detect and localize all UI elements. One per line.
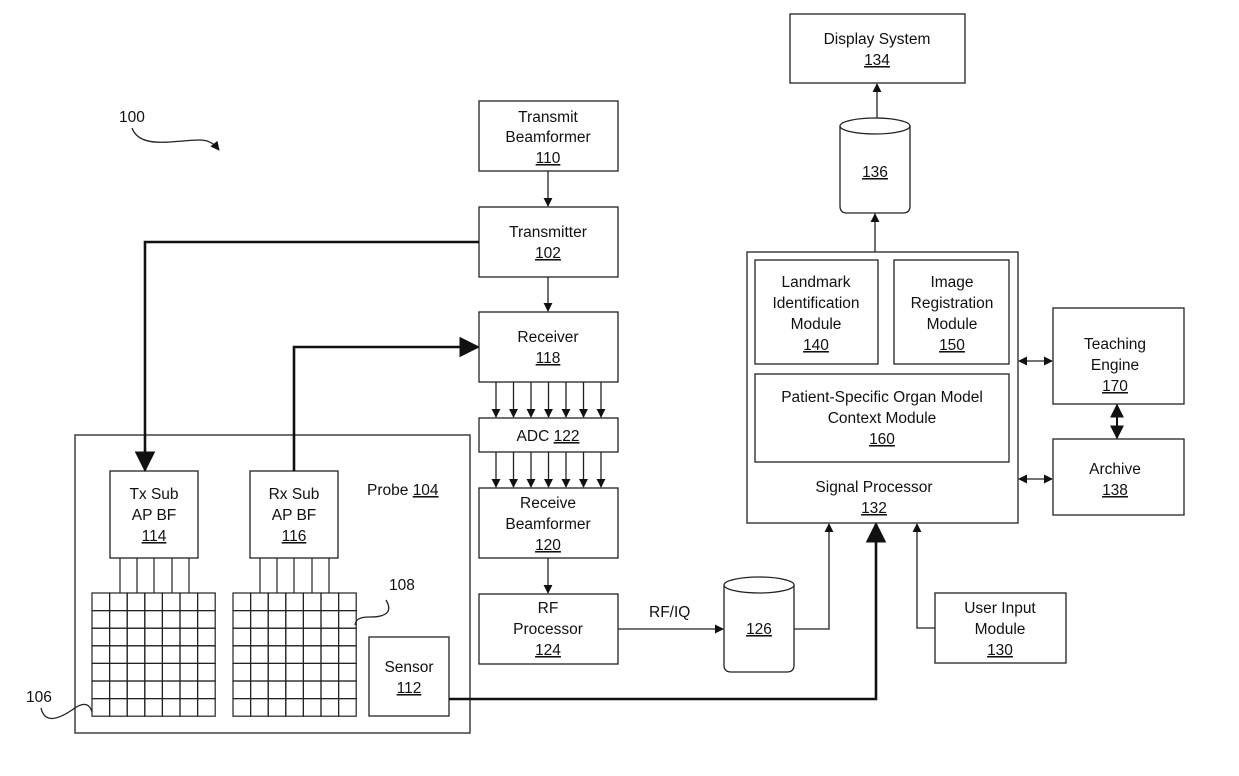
tx-sub-number: 114 (142, 528, 167, 545)
registration-module-label-3: Module (927, 316, 978, 333)
rf-processor-label-2: Processor (513, 621, 583, 638)
receive-beamformer-number: 120 (535, 537, 561, 554)
teaching-engine-label-2: Engine (1091, 357, 1139, 374)
reference-leader (132, 128, 219, 150)
tx-sub-label-1: Tx Sub (129, 486, 178, 503)
landmark-module-label-1: Landmark (782, 274, 851, 291)
landmark-module-label-3: Module (791, 316, 842, 333)
user-input-module-label-2: Module (975, 621, 1026, 638)
receiver-number: 118 (536, 350, 561, 367)
rf-iq-label: RF/IQ (649, 604, 690, 621)
rf-processor-number: 124 (535, 642, 561, 659)
sensor-number: 112 (397, 680, 422, 697)
landmark-module-label-2: Identification (772, 295, 859, 312)
signal-processor-label: Signal Processor (815, 479, 932, 496)
teaching-engine-number: 170 (1102, 378, 1128, 395)
receive-beamformer-label-2: Beamformer (505, 516, 590, 533)
organ-model-module-label-1: Patient-Specific Organ Model (781, 389, 983, 406)
transmitter-label: Transmitter (509, 224, 587, 241)
landmark-module-number: 140 (803, 337, 829, 354)
array-reference: 106 (26, 689, 52, 706)
organ-model-module-number: 160 (869, 431, 895, 448)
sensor-box (369, 637, 449, 716)
receiver-to-adc-channels (496, 382, 601, 417)
probe-label: Probe 104 (367, 482, 439, 499)
registration-module-number: 150 (939, 337, 965, 354)
sensor-label: Sensor (384, 659, 433, 676)
transmit-beamformer-number: 110 (536, 150, 561, 167)
receiver-box (479, 312, 618, 382)
rx-sub-label-2: AP BF (272, 507, 317, 524)
rx-sub-number: 116 (282, 528, 307, 545)
user-input-module-number: 130 (987, 642, 1013, 659)
teaching-engine-label-1: Teaching (1084, 336, 1146, 353)
registration-module-label-2: Registration (911, 295, 994, 312)
archive-number: 138 (1102, 482, 1128, 499)
element-reference: 108 (389, 577, 415, 594)
display-system-box (790, 14, 965, 83)
transmitter-box (479, 207, 618, 277)
arrow-user-input-to-signal-processor (917, 524, 935, 628)
buffer-136-number: 136 (862, 164, 888, 181)
transmit-beamformer-label-2: Beamformer (505, 129, 590, 146)
rf-processor-label-1: RF (538, 600, 559, 617)
receive-beamformer-label-1: Receive (520, 495, 576, 512)
display-system-label: Display System (824, 31, 931, 48)
tx-sub-label-2: AP BF (132, 507, 177, 524)
archive-label: Archive (1089, 461, 1141, 478)
transmitter-number: 102 (535, 245, 561, 262)
transmit-beamformer-label-1: Transmit (518, 109, 578, 126)
arrow-buffer-126-to-signal-processor (794, 524, 829, 629)
adc-label: ADC 122 (517, 428, 580, 445)
figure-reference: 100 (119, 109, 145, 126)
adc-to-receive-beamformer-channels (496, 452, 601, 487)
rx-sub-label-1: Rx Sub (269, 486, 320, 503)
signal-processor-number: 132 (861, 500, 887, 517)
user-input-module-label-1: User Input (964, 600, 1036, 617)
receiver-label: Receiver (517, 329, 578, 346)
organ-model-module-label-2: Context Module (828, 410, 937, 427)
buffer-126-number: 126 (746, 621, 772, 638)
display-system-number: 134 (864, 52, 890, 69)
registration-module-label-1: Image (930, 274, 973, 291)
